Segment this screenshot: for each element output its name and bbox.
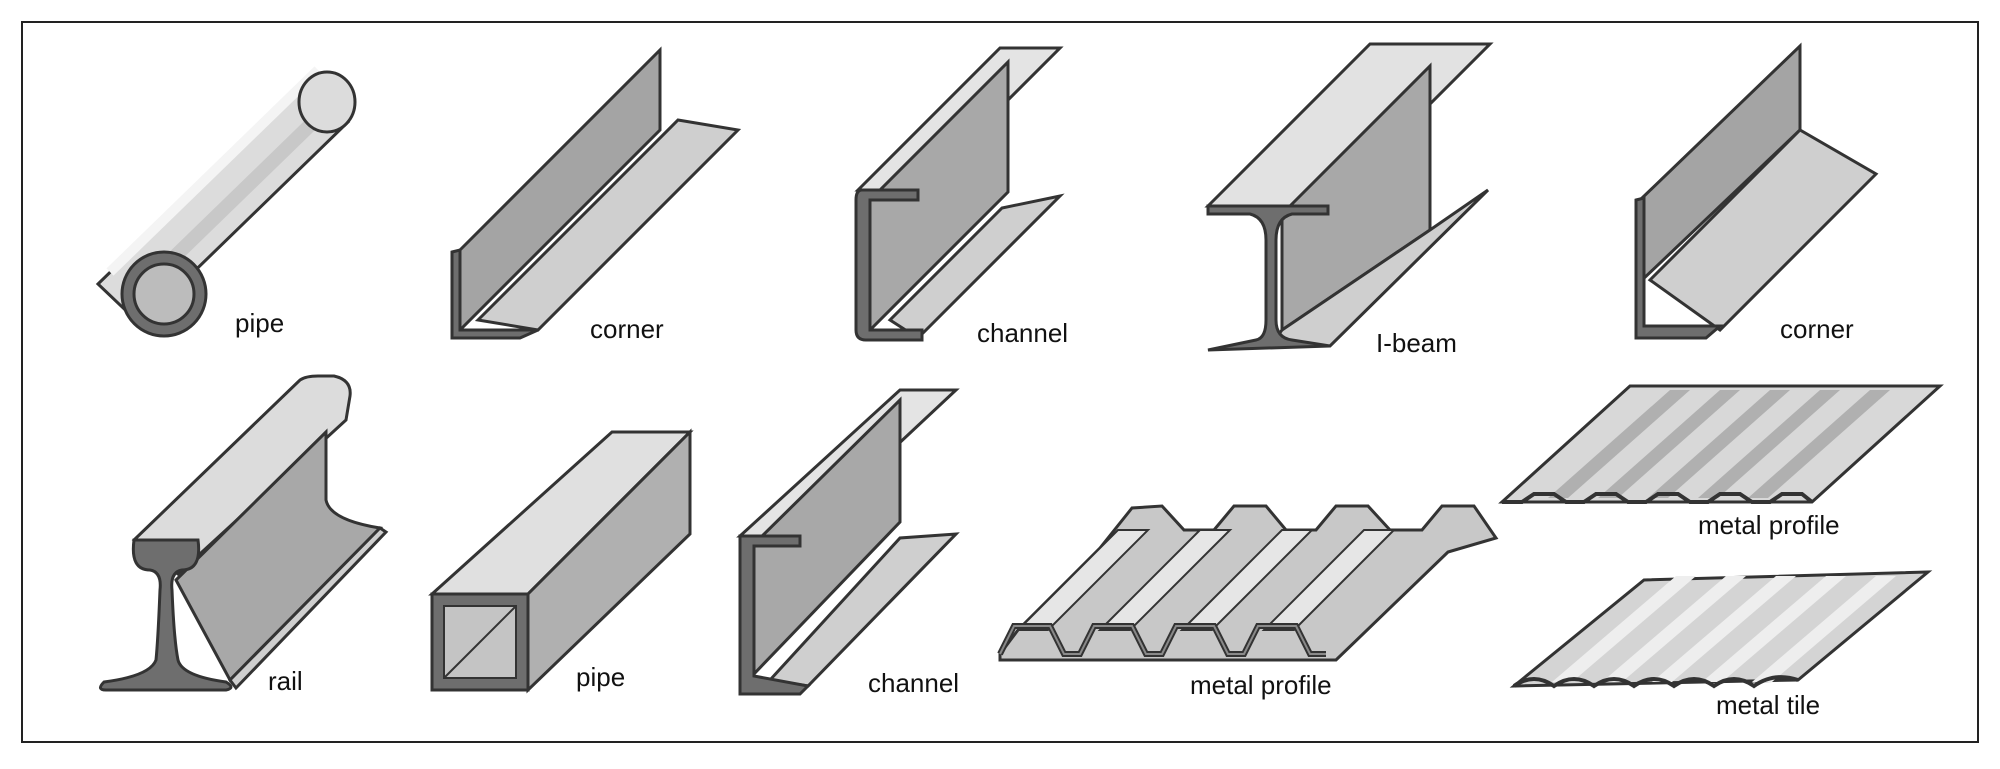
channel-1 bbox=[854, 46, 1065, 342]
round-pipe bbox=[95, 66, 357, 338]
channel-2 bbox=[736, 388, 960, 696]
square-pipe bbox=[428, 428, 694, 694]
label-metal-profile-corrugated: metal profile bbox=[1698, 510, 1840, 540]
label-channel-2: channel bbox=[868, 668, 960, 698]
label-corner-1: corner bbox=[590, 314, 664, 344]
label-pipe-square: pipe bbox=[576, 662, 626, 692]
metal-profile-corrugated bbox=[1498, 384, 1944, 504]
rail bbox=[99, 374, 389, 692]
label-metal-profile-trapezoid: metal profile bbox=[1190, 670, 1332, 700]
metal-profile-trapezoid bbox=[997, 504, 1499, 662]
i-beam bbox=[1204, 42, 1494, 352]
angle-corner-1 bbox=[450, 46, 742, 340]
label-rail: rail bbox=[268, 666, 303, 696]
label-channel-1: channel bbox=[977, 318, 1069, 348]
label-corner-2: corner bbox=[1780, 314, 1854, 344]
label-ibeam: I-beam bbox=[1376, 328, 1457, 358]
metal-tile bbox=[1509, 570, 1933, 689]
angle-corner-2 bbox=[1634, 42, 1879, 340]
label-metal-tile: metal tile bbox=[1716, 690, 1821, 720]
label-pipe-round: pipe bbox=[235, 308, 285, 338]
